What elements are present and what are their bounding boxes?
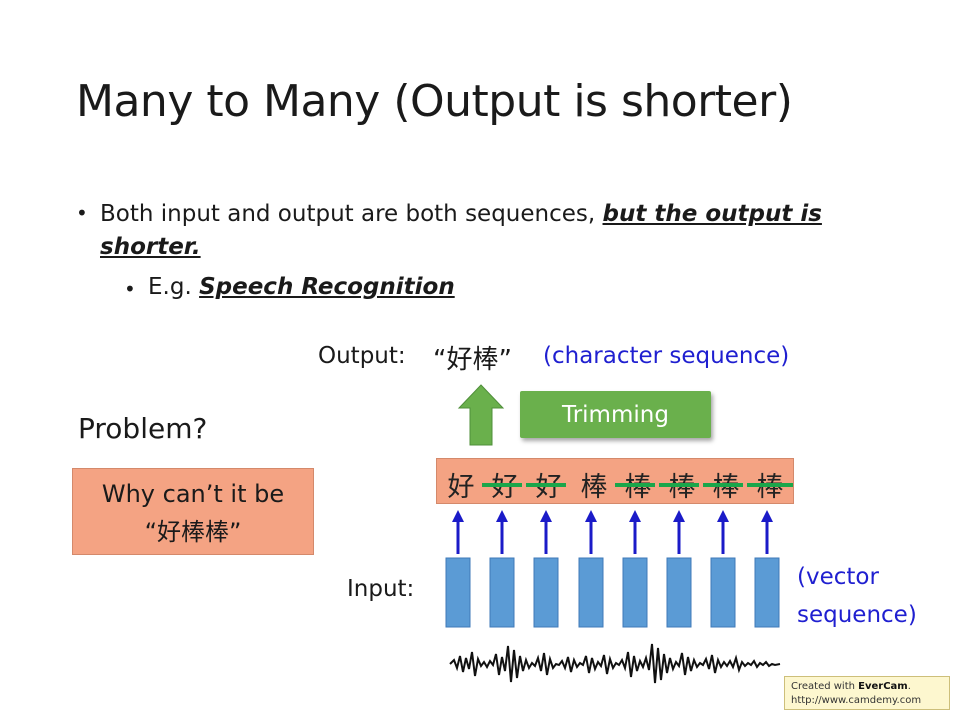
- char-2: 好: [491, 472, 519, 503]
- output-label: Output:: [318, 343, 406, 369]
- vector-8: [754, 557, 780, 628]
- watermark-suffix: .: [907, 681, 911, 692]
- input-label: Input:: [347, 576, 415, 602]
- character-sequence-bar: 好 好 好 棒 棒 棒 棒 棒: [436, 458, 794, 504]
- vector-6: [666, 557, 692, 628]
- vector-column-group: [445, 510, 780, 628]
- vector-2: [489, 557, 515, 628]
- why-box-line-1: Why can’t it be: [101, 480, 285, 508]
- bullet-2: E.g. Speech Recognition: [148, 274, 455, 300]
- char-8: 棒: [756, 472, 784, 503]
- bullet-1: Both input and output are both sequences…: [100, 198, 890, 264]
- vector-3: [533, 557, 559, 628]
- strike-marks: [482, 483, 793, 487]
- output-note: (character sequence): [543, 343, 790, 369]
- char-1: 好: [447, 472, 475, 503]
- char-6: 棒: [668, 472, 696, 503]
- vector-1: [445, 557, 471, 628]
- vector-7: [710, 557, 736, 628]
- bullet-dot-2: •: [124, 277, 136, 301]
- vector-note: (vector sequence): [797, 558, 917, 634]
- char-4: 棒: [580, 472, 608, 503]
- watermark-url[interactable]: http://www.camdemy.com: [791, 695, 922, 706]
- bullet-2-text: E.g.: [148, 274, 200, 300]
- why-box-line-2: “好棒棒”: [144, 518, 242, 546]
- vector-4: [578, 557, 604, 628]
- bullet-dot-1: •: [76, 201, 88, 225]
- char-5: 棒: [624, 472, 652, 503]
- slide-title: Many to Many (Output is shorter): [76, 76, 793, 127]
- trimming-button[interactable]: Trimming: [520, 391, 711, 438]
- char-3: 好: [535, 472, 563, 503]
- problem-heading: Problem?: [78, 412, 208, 445]
- output-value: “好棒”: [433, 345, 512, 375]
- why-box: Why can’t it be “好棒棒”: [72, 468, 314, 555]
- bullet-1-text: Both input and output are both sequences…: [100, 201, 603, 227]
- bullet-1-emphasis: but the output is shorter.: [100, 201, 822, 260]
- up-arrow-icon: [457, 384, 505, 446]
- char-7: 棒: [712, 472, 740, 503]
- watermark-brand: EverCam: [858, 681, 908, 692]
- vector-5: [622, 557, 648, 628]
- evercam-watermark[interactable]: Created with EverCam. http://www.camdemy…: [784, 676, 950, 710]
- audio-waveform-icon: [449, 643, 781, 684]
- watermark-prefix: Created with: [791, 681, 859, 692]
- vector-note-line-1: (vector: [797, 564, 879, 590]
- vector-note-line-2: sequence): [797, 602, 917, 628]
- trimming-label: Trimming: [562, 401, 669, 428]
- bullet-2-emphasis: Speech Recognition: [199, 274, 455, 300]
